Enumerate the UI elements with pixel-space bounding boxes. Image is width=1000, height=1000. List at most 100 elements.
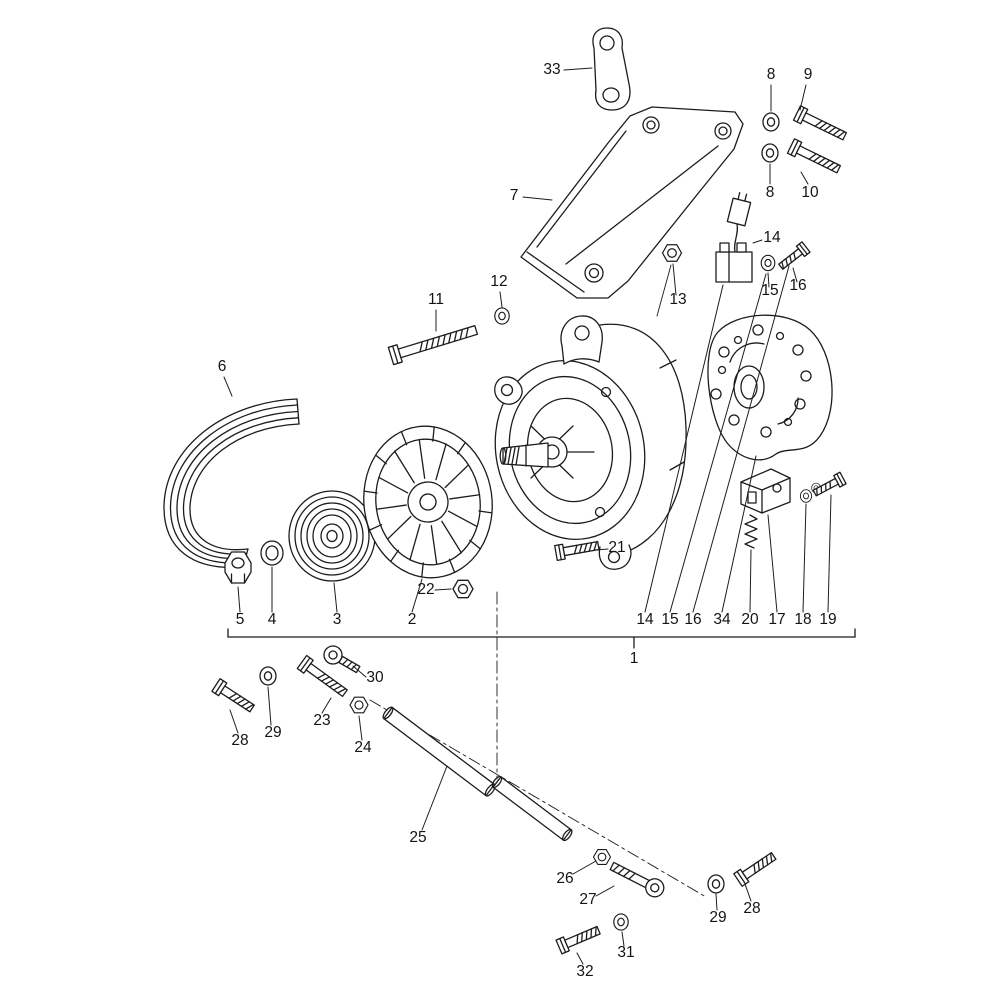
parts-artwork <box>163 27 849 955</box>
part-7-mounting-bracket <box>520 106 744 299</box>
part-label-19: 19 <box>819 611 836 628</box>
part-26-tube <box>491 775 612 865</box>
part-label-8: 8 <box>766 184 775 201</box>
part-17-regulator <box>740 468 791 514</box>
part-2-fan <box>363 425 493 579</box>
leader-line-19 <box>827 494 832 613</box>
leader-line-13 <box>672 263 677 296</box>
part-label-23: 23 <box>313 712 330 729</box>
part-16-screw <box>776 241 811 273</box>
part-label-31: 31 <box>617 944 634 961</box>
part-label-14: 14 <box>763 229 781 246</box>
part-label-16: 16 <box>684 611 701 628</box>
part-label-22: 22 <box>417 581 434 598</box>
assembly-label: 1 <box>630 650 639 667</box>
part-label-7: 7 <box>510 187 519 204</box>
part-29-washer-bottom <box>707 874 725 894</box>
part-label-32: 32 <box>576 963 593 980</box>
part-label-28: 28 <box>743 900 760 917</box>
leader-line-25 <box>421 765 448 831</box>
part-4-washer <box>260 540 284 566</box>
part-3-pulley <box>288 490 376 582</box>
leader-line-7 <box>522 196 553 201</box>
part-label-2: 2 <box>408 611 417 628</box>
leader-line-2 <box>411 578 423 613</box>
part-label-18: 18 <box>794 611 811 628</box>
part-28-bolt-bottom <box>733 849 779 887</box>
part-label-15: 15 <box>661 611 678 628</box>
part-label-29: 29 <box>709 909 726 926</box>
part-1-alternator <box>494 315 687 570</box>
leader-line-27 <box>595 885 615 897</box>
leader-line-22 <box>434 588 452 591</box>
part-15-washer <box>760 254 776 272</box>
part-label-12: 12 <box>490 273 507 290</box>
leader-line-14 <box>644 284 724 613</box>
leader-line-18 <box>802 503 807 613</box>
leader-line-26 <box>572 860 597 875</box>
part-label-24: 24 <box>354 739 372 756</box>
assembly-bracket: 1 <box>227 628 856 667</box>
part-label-27: 27 <box>579 891 596 908</box>
leader-line-10 <box>800 171 809 185</box>
part-29-washer-left <box>259 666 277 686</box>
part-label-34: 34 <box>713 611 731 628</box>
part-13-nut <box>661 244 683 262</box>
leader-line-29 <box>715 893 718 911</box>
part-label-16: 16 <box>789 277 806 294</box>
part-label-10: 10 <box>801 184 819 201</box>
part-label-30: 30 <box>366 669 384 686</box>
part-6-ribbed-belt <box>163 398 300 569</box>
leader-line-34 <box>721 455 757 613</box>
part-20-spring <box>744 514 758 549</box>
part-12-washer <box>494 307 510 325</box>
leader-line-21 <box>595 548 609 551</box>
leader-lines <box>223 67 832 965</box>
leader-line-28 <box>229 709 239 734</box>
part-label-14: 14 <box>636 611 654 628</box>
part-label-25: 25 <box>409 829 426 846</box>
leader-line-15 <box>669 273 767 613</box>
leader-line-29 <box>267 686 272 726</box>
alignment-line-13 <box>656 264 672 317</box>
part-21-bolt <box>554 537 601 562</box>
part-24-nut <box>349 696 369 714</box>
leader-line-16 <box>792 267 798 283</box>
part-27-eye-bolt <box>609 861 665 898</box>
part-30-eye-bolt <box>323 645 361 674</box>
leader-line-20 <box>749 549 752 613</box>
leader-line-28 <box>744 883 752 902</box>
leader-line-9 <box>799 84 807 111</box>
leader-line-16 <box>692 265 790 613</box>
part-14-connector <box>715 191 753 283</box>
part-32-bolt <box>555 922 603 955</box>
part-22-nut <box>452 579 474 599</box>
part-label-28: 28 <box>231 732 248 749</box>
leader-line-24 <box>358 715 363 741</box>
part-31-washer <box>613 913 629 931</box>
part-label-26: 26 <box>556 870 573 887</box>
part-label-9: 9 <box>804 66 813 83</box>
leader-line-23 <box>321 697 332 714</box>
part-9-bolt <box>792 105 849 145</box>
part-label-5: 5 <box>236 611 245 628</box>
part-11-bolt <box>387 320 480 366</box>
leader-line-14 <box>752 239 763 244</box>
leader-line-31 <box>621 931 625 947</box>
part-label-13: 13 <box>669 291 686 308</box>
part-label-4: 4 <box>268 611 277 628</box>
part-label-6: 6 <box>218 358 227 375</box>
part-34-rear-housing <box>707 314 833 461</box>
part-label-3: 3 <box>333 611 342 628</box>
leader-line-32 <box>576 952 584 965</box>
part-10-bolt <box>786 138 843 178</box>
part-label-20: 20 <box>741 611 759 628</box>
part-8-washers <box>761 112 780 163</box>
part-25-tube <box>382 706 496 797</box>
leader-line-17 <box>767 514 778 613</box>
leader-line-3 <box>333 582 338 613</box>
part-label-29: 29 <box>264 724 281 741</box>
leader-line-6 <box>223 376 233 397</box>
